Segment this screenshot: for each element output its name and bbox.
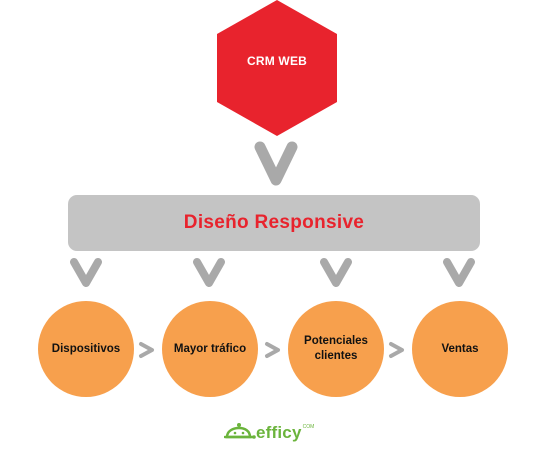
circle-mayor-trafico: Mayor tráfico bbox=[162, 301, 258, 397]
circle-label: Ventas bbox=[441, 342, 479, 355]
chevron-right-icon bbox=[265, 342, 280, 358]
chevron-down-icon bbox=[254, 141, 298, 186]
circle-label: Mayor tráfico bbox=[173, 342, 247, 355]
efficy-logo-text: efficy bbox=[256, 423, 302, 442]
diseno-responsive-banner: Diseño Responsive bbox=[68, 195, 480, 251]
efficy-logo: efficy COM bbox=[224, 420, 314, 446]
crm-web-hexagon bbox=[217, 0, 337, 136]
circle-label: Dispositivos bbox=[51, 342, 121, 355]
chevron-down-icon bbox=[443, 258, 475, 287]
circle-potenciales-clientes: Potenciales clientes bbox=[288, 301, 384, 397]
chevron-down-icon bbox=[320, 258, 352, 287]
circle-label: Potenciales clientes bbox=[304, 335, 368, 362]
chevron-down-icon bbox=[70, 258, 102, 287]
chevron-right-icon bbox=[389, 342, 404, 358]
crm-web-label: CRM WEB bbox=[246, 54, 308, 68]
chevron-right-icon bbox=[139, 342, 154, 358]
efficy-logo-sup: COM bbox=[302, 424, 315, 430]
banner-title: Diseño Responsive bbox=[183, 212, 365, 233]
circle-ventas: Ventas bbox=[412, 301, 508, 397]
circle-dispositivos: Dispositivos bbox=[38, 301, 134, 397]
chevron-down-icon bbox=[193, 258, 225, 287]
efficy-mascot-icon bbox=[224, 423, 256, 439]
